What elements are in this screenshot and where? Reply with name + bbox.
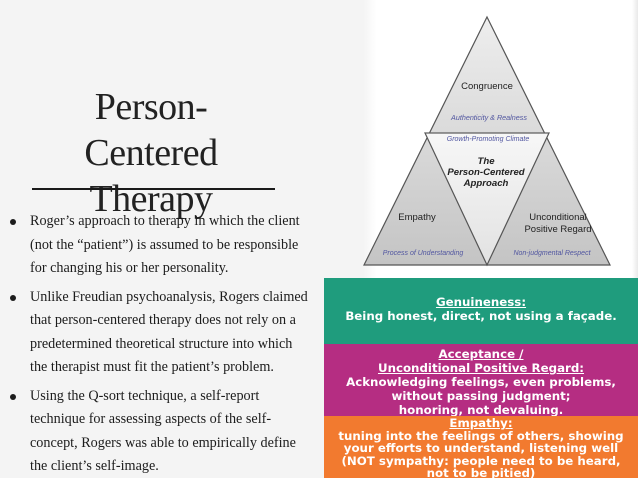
growth-climate-caption: Growth-Promoting Climate bbox=[446, 136, 530, 143]
person-centered-approach-label: The Person-Centered Approach bbox=[434, 156, 538, 189]
slide-title: Person-Centered Therapy bbox=[36, 84, 266, 222]
acceptance-heading-1: Acceptance / bbox=[438, 347, 524, 361]
bullet-text: Roger’s approach to therapy in which the… bbox=[30, 213, 300, 276]
triangle-graphic bbox=[363, 15, 611, 267]
genuineness-heading: Genuineness: bbox=[435, 295, 527, 309]
title-line-2: Therapy bbox=[89, 178, 213, 220]
positive-regard-label: Unconditional Positive Regard bbox=[503, 212, 613, 236]
bullet-item: Unlike Freudian psychoanalysis, Rogers c… bbox=[8, 286, 313, 380]
empathy-box: Empathy: tuning into the feelings of oth… bbox=[324, 416, 638, 478]
bullet-dot-icon bbox=[10, 219, 16, 225]
title-line-1: Person-Centered bbox=[84, 86, 218, 174]
approach-line-3: Approach bbox=[463, 178, 509, 189]
bullet-list: Roger’s approach to therapy in which the… bbox=[8, 210, 313, 478]
bullet-item: Using the Q-sort technique, a self-repor… bbox=[8, 385, 313, 478]
approach-line-1: The bbox=[477, 156, 495, 167]
person-centered-triangle-diagram: Congruence Authenticity & Realness Growt… bbox=[362, 15, 612, 270]
genuineness-body: Being honest, direct, not using a façade… bbox=[345, 309, 617, 323]
empathy-body-3: (NOT sympathy: people need to be heard, bbox=[341, 453, 621, 468]
congruence-label: Congruence bbox=[461, 81, 513, 92]
genuineness-box: Genuineness: Being honest, direct, not u… bbox=[324, 278, 638, 344]
authenticity-caption: Authenticity & Realness bbox=[451, 113, 527, 122]
acceptance-body-1: Acknowledging feelings, even problems, bbox=[346, 375, 616, 389]
regard-line-1: Unconditional bbox=[529, 212, 587, 223]
bullet-text: Unlike Freudian psychoanalysis, Rogers c… bbox=[30, 288, 308, 376]
empathy-heading: Empathy: bbox=[449, 416, 513, 430]
empathy-label: Empathy bbox=[398, 212, 436, 223]
empathy-body-1: tuning into the feelings of others, show… bbox=[338, 428, 624, 443]
bullet-item: Roger’s approach to therapy in which the… bbox=[8, 210, 313, 281]
regard-line-2: Positive Regard bbox=[524, 224, 592, 235]
respect-caption: Non-judgmental Respect bbox=[513, 250, 591, 257]
empathy-body-2: your efforts to understand, listening we… bbox=[343, 441, 619, 455]
acceptance-heading-2: Unconditional Positive Regard: bbox=[377, 361, 585, 375]
acceptance-box: Acceptance / Unconditional Positive Rega… bbox=[324, 344, 638, 417]
title-underline bbox=[32, 188, 275, 190]
acceptance-body-2: without passing judgment; bbox=[391, 389, 571, 403]
bullet-dot-icon bbox=[10, 393, 16, 400]
acceptance-body-3: honoring, not devaluing. bbox=[398, 403, 564, 417]
approach-line-2: Person-Centered bbox=[447, 167, 525, 178]
bullet-dot-icon bbox=[10, 294, 16, 301]
slide-edge bbox=[632, 0, 638, 478]
understanding-caption: Process of Understanding bbox=[382, 250, 464, 257]
bullet-text: Using the Q-sort technique, a self-repor… bbox=[30, 387, 296, 475]
empathy-body-4: not to be pitied) bbox=[426, 466, 536, 478]
